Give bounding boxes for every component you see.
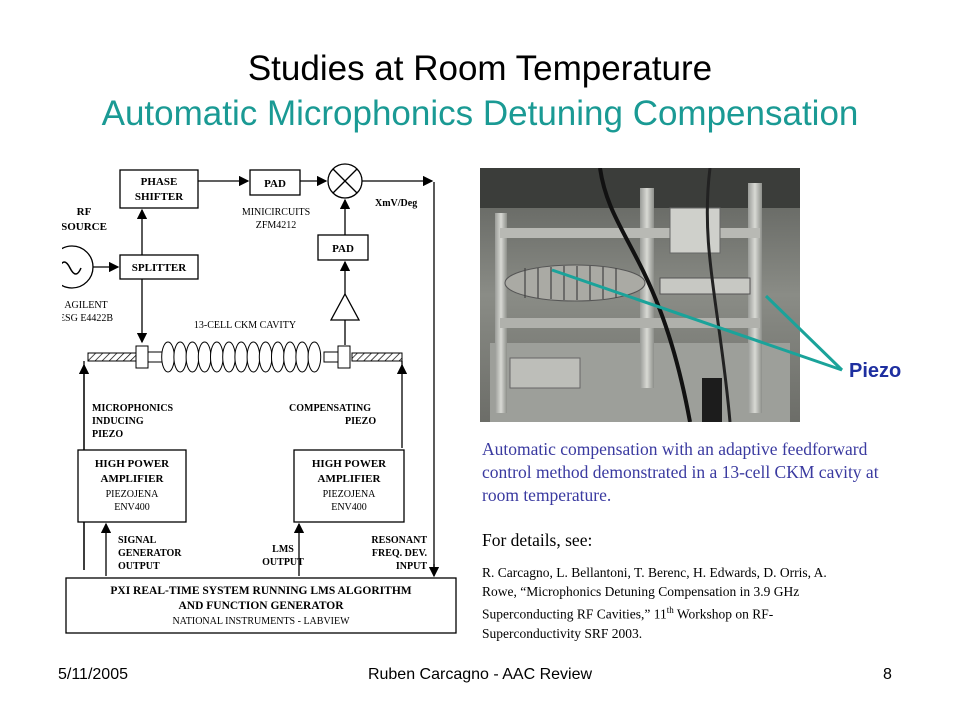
splitter-box (119, 254, 199, 280)
hpa-right-text-2: AMPLIFIER (318, 473, 382, 485)
reference-part-1: R. Carcagno, L. Bellantoni, T. Berenc, H… (482, 565, 827, 622)
phase-shifter-text-1: PHASE (141, 176, 178, 188)
pad-mid-text: PAD (332, 243, 354, 255)
description-text: Automatic compensation with an adaptive … (482, 439, 879, 505)
pxi-text-1: PXI REAL-TIME SYSTEM RUNNING LMS ALGORIT… (110, 585, 411, 597)
resonant-text-2: FREQ. DEV. (372, 548, 428, 559)
micro-text-2: INDUCING (92, 416, 144, 427)
hpa-right-text-3: PIEZOJENA (323, 489, 377, 500)
details-heading: For details, see: (482, 530, 593, 550)
micro-text-1: MICROPHONICS (92, 403, 174, 414)
comp-text-1: COMPENSATING (289, 403, 371, 414)
rf-source-text-2: SOURCE (62, 221, 107, 233)
phase-shifter-text-2: SHIFTER (135, 191, 184, 203)
agilent-text-2: ESG E4422B (62, 313, 113, 324)
phase-shifter-box (119, 169, 199, 209)
block-diagram: PHASE SHIFTER PAD MINICIRCUITS ZFM4212 X… (62, 163, 457, 634)
page-number: 8 (883, 666, 892, 683)
rf-source-text-1: RF (77, 206, 92, 218)
signal-gen-text-1: SIGNAL (118, 535, 157, 546)
pxi-box (65, 577, 457, 634)
signal-gen-text-3: OUTPUT (118, 561, 160, 572)
minicircuits-text-2: ZFM4212 (256, 220, 297, 231)
hpa-right-text-4: ENV400 (331, 502, 367, 513)
hpa-right-box (293, 449, 405, 523)
agilent-text-1: AGILENT (64, 300, 107, 311)
reference-text: R. Carcagno, L. Bellantoni, T. Berenc, H… (482, 563, 862, 643)
pad-top-box (249, 169, 301, 196)
cavity-cells (161, 341, 322, 373)
pad-top-text: PAD (264, 178, 286, 190)
cavity-label: 13-CELL CKM CAVITY (194, 320, 296, 331)
slide-subtitle: Automatic Microphonics Detuning Compensa… (101, 94, 859, 133)
resonant-text-1: RESONANT (371, 535, 427, 546)
piezo-label: Piezo (849, 360, 902, 382)
xmv-text: XmV/Deg (375, 198, 417, 209)
minicircuits-text-1: MINICIRCUITS (242, 207, 310, 218)
hpa-left-box (77, 449, 187, 523)
lms-text-2: OUTPUT (262, 557, 304, 568)
hpa-left-text-2: AMPLIFIER (101, 473, 165, 485)
hpa-left-text-4: ENV400 (114, 502, 150, 513)
pxi-text-2: AND FUNCTION GENERATOR (178, 600, 344, 612)
comp-text-2: PIEZO (345, 416, 376, 427)
signal-gen-text-2: GENERATOR (118, 548, 182, 559)
cavity-photo (480, 168, 800, 422)
cavity-cell (307, 341, 322, 373)
hpa-left-text-3: PIEZOJENA (106, 489, 160, 500)
pxi-text-3: NATIONAL INSTRUMENTS - LABVIEW (172, 616, 350, 627)
micro-text-3: PIEZO (92, 429, 123, 440)
reference-superscript: th (666, 605, 674, 615)
hpa-right-text-1: HIGH POWER (312, 458, 387, 470)
slide-title: Studies at Room Temperature (247, 49, 713, 88)
flange-right (351, 352, 403, 362)
splitter-text: SPLITTER (132, 262, 187, 274)
footer-author: Ruben Carcagno - AAC Review (367, 666, 593, 683)
resonant-text-3: INPUT (396, 561, 427, 572)
pad-mid-box (317, 234, 369, 261)
lms-text-1: LMS (272, 544, 294, 555)
footer-date: 5/11/2005 (58, 666, 128, 683)
hpa-left-text-1: HIGH POWER (95, 458, 170, 470)
reference-part-2: Workshop on RF-Superconductivity SRF 200… (482, 606, 774, 641)
